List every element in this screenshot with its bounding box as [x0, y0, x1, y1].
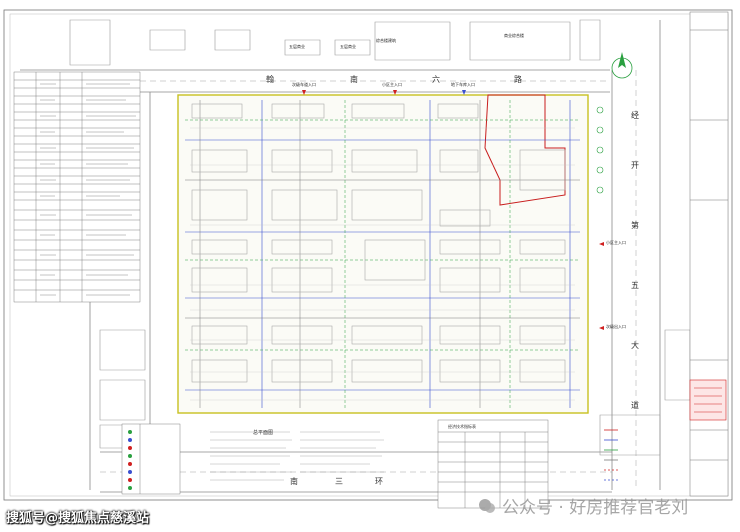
- watermark-sohu: 搜狐号@搜狐焦点慈溪站: [6, 511, 150, 526]
- entrance-marker-north-3: [462, 90, 466, 95]
- east-road-char-2: 开: [631, 161, 639, 170]
- left-data-table: [13, 71, 141, 303]
- north-neighbor-buildings: [69, 19, 601, 66]
- north-road-char-2: 南: [350, 75, 358, 84]
- legend-symbols: [128, 430, 132, 490]
- east-road-char-1: 经: [631, 111, 639, 120]
- red-boundary-line: [484, 94, 566, 206]
- watermark-wechat-text: 公众号 · 好房推荐官老刘: [502, 498, 689, 518]
- entrance-marker-north-1: [302, 90, 306, 95]
- east-road: [611, 20, 661, 490]
- east-road-char-6: 道: [631, 401, 639, 410]
- north-road-char-3: 六: [432, 75, 440, 84]
- north-building-label-1: 五层商业: [289, 44, 305, 49]
- indicator-table: [437, 419, 549, 509]
- entrance-label-east-2: 次级出入口: [606, 324, 626, 329]
- north-building-label-3: 综合楼建筑: [376, 38, 396, 43]
- north-arrow-icon: [611, 52, 633, 79]
- south-road-char-3: 环: [375, 477, 383, 486]
- landscape-tree-icons: [596, 106, 604, 194]
- north-road-char-1: 翰: [266, 75, 274, 84]
- wechat-logo-icon: [479, 498, 495, 513]
- internal-road-network: [185, 100, 580, 408]
- south-road-char-1: 南: [290, 477, 298, 486]
- entrance-label-north-3: 地下车库入口: [451, 82, 475, 87]
- entrance-marker-east-1: [599, 242, 604, 246]
- north-building-label-2: 五层商业: [340, 44, 356, 49]
- title-block: [689, 11, 729, 497]
- north-building-label-4: 商业综合楼: [504, 33, 524, 38]
- entrance-label-east-1: 小区主入口: [606, 240, 626, 245]
- east-road-char-4: 五: [631, 281, 639, 290]
- entrance-marker-east-2: [599, 326, 604, 330]
- watermark-wechat: 公众号 · 好房推荐官老刘: [478, 493, 688, 518]
- north-road-char-4: 路: [514, 75, 522, 84]
- site-plan-label: 总平面图: [253, 430, 274, 436]
- entrance-label-north-2: 小区主入口: [382, 82, 402, 87]
- legend-table: [121, 423, 181, 495]
- east-road-char-5: 大: [631, 341, 639, 350]
- utility-network: [185, 100, 580, 408]
- title-block-stamp: [689, 379, 727, 421]
- residential-buildings: [191, 103, 566, 383]
- entrance-marker-north-2: [393, 90, 397, 95]
- east-road-char-3: 第: [631, 221, 639, 230]
- entrance-label-north-1: 次级车道入口: [292, 82, 316, 87]
- right-line-legend: [604, 429, 618, 481]
- detail-hatching: [190, 127, 575, 401]
- notes-block: [210, 431, 384, 481]
- left-table-scribble: [40, 83, 136, 296]
- gray-road-network: [185, 100, 580, 408]
- indicator-table-title: 经济技术指标表: [448, 424, 476, 429]
- south-road-char-2: 三: [335, 477, 343, 486]
